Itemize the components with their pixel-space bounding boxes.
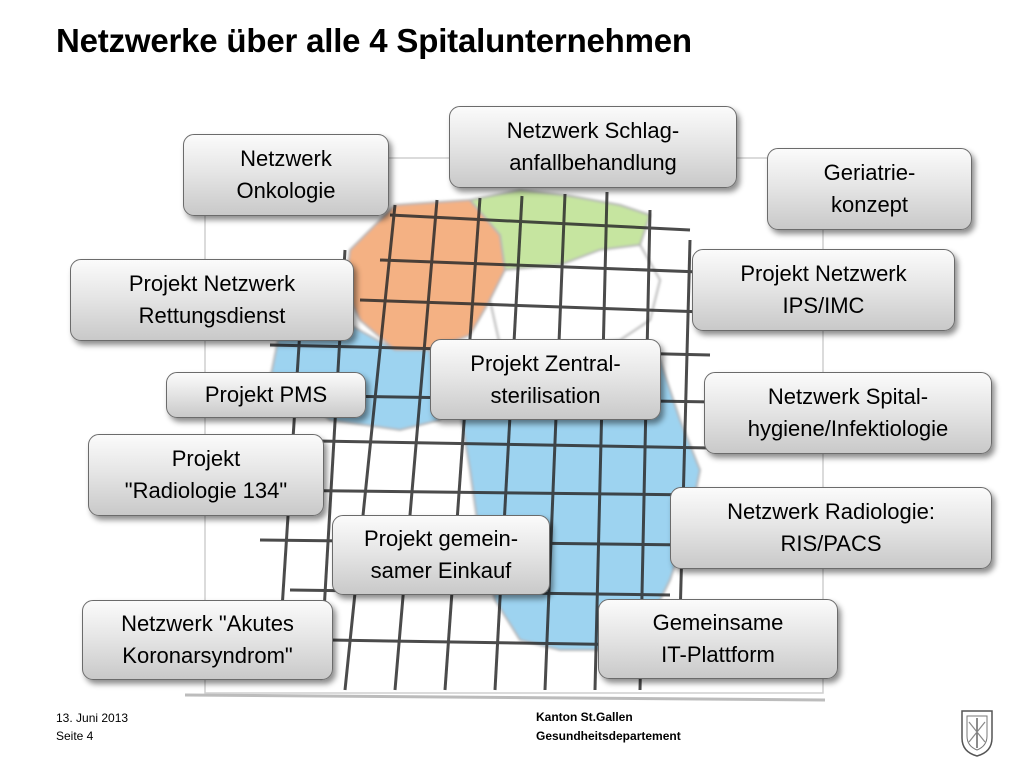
box-netzwerk-radiologie-ris-pacs: Netzwerk Radiologie: RIS/PACS xyxy=(670,487,992,569)
box-projekt-rettungsdienst: Projekt Netzwerk Rettungsdienst xyxy=(70,259,354,341)
box-projekt-gemeinsamer-einkauf: Projekt gemein- samer Einkauf xyxy=(332,515,550,595)
box-projekt-zentralsterilisation: Projekt Zentral- sterilisation xyxy=(430,339,661,420)
footer-date: 13. Juni 2013 xyxy=(56,711,129,725)
map-sheet-shadow xyxy=(184,693,826,702)
footer-organization: Kanton St.Gallen xyxy=(536,710,633,724)
box-gemeinsame-it-plattform: Gemeinsame IT-Plattform xyxy=(598,599,838,679)
footer-page-number: Seite 4 xyxy=(56,729,94,743)
page-title: Netzwerke über alle 4 Spitalunternehmen xyxy=(56,22,692,59)
box-netzwerk-schlaganfall: Netzwerk Schlag- anfallbehandlung xyxy=(449,106,737,188)
box-geriatrie-konzept: Geriatrie- konzept xyxy=(767,148,972,230)
canton-crest-icon xyxy=(961,710,993,757)
box-netzwerk-onkologie: Netzwerk Onkologie xyxy=(183,134,389,216)
footer-department: Gesundheitsdepartement xyxy=(536,729,681,743)
box-netzwerk-koronarsyndrom: Netzwerk "Akutes Koronarsyndrom" xyxy=(82,600,333,680)
box-projekt-radiologie-134: Projekt "Radiologie 134" xyxy=(88,434,324,516)
box-projekt-ips-imc: Projekt Netzwerk IPS/IMC xyxy=(692,249,955,331)
box-projekt-pms: Projekt PMS xyxy=(166,372,366,418)
box-netzwerk-spitalhygiene: Netzwerk Spital- hygiene/Infektiologie xyxy=(704,372,992,454)
